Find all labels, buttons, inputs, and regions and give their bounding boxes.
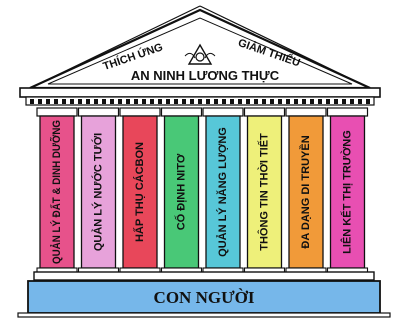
base: CON NGƯỜI — [17, 271, 391, 318]
dentil — [310, 99, 314, 104]
pillar: HẤP THỤ CÁCBON — [119, 107, 161, 274]
roof-ridge-left — [21, 5, 201, 93]
dentil — [86, 99, 90, 104]
dentil — [78, 99, 82, 104]
dentil — [198, 99, 202, 104]
roof: THÍCH ỨNG GIẢM THIỂU AN NINH LƯƠNG THỰC — [21, 5, 379, 93]
pillar-label: THÔNG TIN THỜI TIẾT — [258, 133, 271, 251]
dentil — [214, 99, 218, 104]
pillar-capital — [243, 107, 286, 117]
pillar-shaft — [329, 115, 366, 269]
dentil — [278, 99, 282, 104]
dentil — [150, 99, 154, 104]
pillar-label: QUẢN LÝ ĐẤT & DINH DƯỠNG — [50, 120, 63, 264]
ground-line — [17, 312, 391, 318]
pillar-shaft — [122, 115, 158, 269]
pillar-label: CỐ ĐỊNH NITƠ — [174, 153, 188, 230]
pillar: ĐA DẠNG DI TRUYỀN — [285, 107, 327, 274]
dentil — [246, 99, 250, 104]
roof-center-label: AN NINH LƯƠNG THỰC — [131, 68, 280, 83]
dentil — [94, 99, 98, 104]
pillar-label: LIÊN KẾT THỊ TRƯỜNG — [341, 130, 354, 254]
dentil — [294, 99, 298, 104]
stylobate-top — [33, 271, 375, 281]
dentil — [166, 99, 170, 104]
pillar-capital — [36, 107, 78, 117]
pillar-shaft — [246, 115, 283, 269]
entablature — [19, 87, 381, 106]
pillar-shaft — [39, 115, 75, 269]
dentil — [206, 99, 210, 104]
dentil — [70, 99, 74, 104]
pillar-shaft — [163, 115, 200, 269]
dentil — [230, 99, 234, 104]
dentil — [102, 99, 106, 104]
dentil — [366, 99, 370, 104]
dentil — [182, 99, 186, 104]
dentil — [158, 99, 162, 104]
pillar: CỐ ĐỊNH NITƠ — [160, 107, 203, 274]
pillar-shaft — [288, 115, 324, 269]
pillar: THÔNG TIN THỜI TIẾT — [243, 107, 286, 274]
dentil — [286, 99, 290, 104]
base-label: CON NGƯỜI — [154, 288, 255, 307]
pillar-capital — [119, 107, 161, 117]
dentil — [254, 99, 258, 104]
dentil — [262, 99, 266, 104]
dentil — [38, 99, 42, 104]
pillar: LIÊN KẾT THỊ TRƯỜNG — [326, 107, 369, 274]
csa-emblem-icon — [184, 43, 216, 65]
columns: QUẢN LÝ ĐẤT & DINH DƯỠNG QUẢN LÝ NƯỚC TƯỚ… — [36, 107, 369, 274]
pillar-label: QUẢN LÝ NƯỚC TƯỚI — [92, 133, 105, 251]
pillar-label: QUẢN LÝ NĂNG LƯỢNG — [216, 127, 229, 257]
dentil — [46, 99, 50, 104]
dentil — [222, 99, 226, 104]
dentil — [238, 99, 242, 104]
dentil — [302, 99, 306, 104]
dentil — [342, 99, 346, 104]
dentil — [334, 99, 338, 104]
roof-ridge-right — [199, 5, 379, 93]
pillar-capital — [202, 107, 244, 117]
dentil — [358, 99, 362, 104]
dentil — [54, 99, 58, 104]
pillar-capital — [77, 107, 120, 117]
pillar-capital — [160, 107, 203, 117]
base-block — [27, 280, 381, 314]
pillar-label: HẤP THỤ CÁCBON — [133, 142, 146, 242]
dentil — [134, 99, 138, 104]
dentil — [174, 99, 178, 104]
pillar: QUẢN LÝ NĂNG LƯỢNG — [202, 107, 244, 274]
dentil — [30, 99, 34, 104]
dentil — [126, 99, 130, 104]
pillar-capital — [326, 107, 369, 117]
pillar-shaft — [80, 115, 117, 269]
dentil — [350, 99, 354, 104]
dentil — [142, 99, 146, 104]
pillar-capital — [285, 107, 327, 117]
dentil — [110, 99, 114, 104]
dentil — [318, 99, 322, 104]
pillar: QUẢN LÝ NƯỚC TƯỚI — [77, 107, 120, 274]
dentils — [30, 99, 370, 104]
cornice — [19, 87, 381, 98]
pillar: QUẢN LÝ ĐẤT & DINH DƯỠNG — [36, 107, 78, 274]
dentil — [326, 99, 330, 104]
pillar-label: ĐA DẠNG DI TRUYỀN — [299, 135, 312, 248]
dentil — [62, 99, 66, 104]
dentil — [190, 99, 194, 104]
dentil — [270, 99, 274, 104]
dentil — [118, 99, 122, 104]
pediment-inner — [47, 17, 353, 85]
